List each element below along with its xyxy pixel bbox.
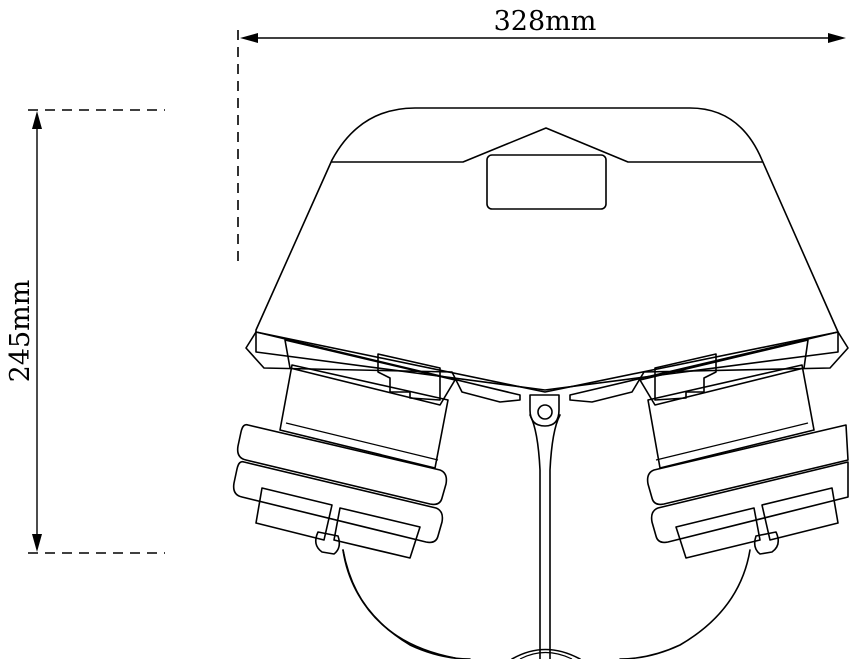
height-arrow-bottom (32, 534, 42, 552)
hinge (529, 394, 560, 427)
left-mount-flange (245, 331, 521, 403)
right-lens-dome (619, 549, 751, 659)
right-mount-bracket (639, 339, 809, 406)
width-arrow-right (828, 33, 846, 43)
hinge-pin (537, 404, 553, 420)
center-bottom-arc-inner (519, 651, 573, 659)
left-lens-assembly (232, 331, 541, 659)
left-cap-block-a (255, 487, 333, 541)
housing (255, 107, 839, 393)
left-ring-lower (232, 460, 444, 544)
width-label: 328mm (494, 6, 597, 37)
right-ring-upper (646, 424, 849, 506)
left-barrel (279, 364, 449, 469)
right-lens-assembly (549, 331, 849, 659)
housing-bottom-edge (255, 331, 839, 393)
label-window (486, 154, 607, 210)
left-lens-dome-curve (342, 549, 471, 659)
center-bottom-arc (511, 648, 581, 659)
left-barrel-inner (285, 422, 439, 461)
right-screw (753, 531, 780, 555)
left-screw (314, 531, 341, 555)
left-tab (377, 353, 441, 401)
right-cap-block-a (761, 487, 839, 541)
housing-top-ridge (331, 127, 763, 163)
right-mount-flange (569, 331, 849, 403)
right-tab (654, 353, 717, 401)
left-ring-upper (236, 423, 448, 506)
hinge-block (529, 394, 560, 427)
left-mount-bracket (284, 339, 456, 406)
height-arrow-top (32, 111, 42, 129)
height-dimension: 245mm (5, 109, 165, 554)
right-ring-lower (650, 461, 849, 544)
right-lens-dome-inner (549, 414, 561, 659)
housing-outline (255, 107, 839, 391)
right-cap-block-b (675, 507, 761, 559)
height-label: 245mm (5, 280, 36, 383)
left-cap-block-b (333, 507, 421, 559)
left-lens-dome (342, 414, 541, 659)
right-barrel-inner (655, 422, 809, 461)
width-dimension: 328mm (237, 6, 846, 265)
width-arrow-left (240, 33, 258, 43)
